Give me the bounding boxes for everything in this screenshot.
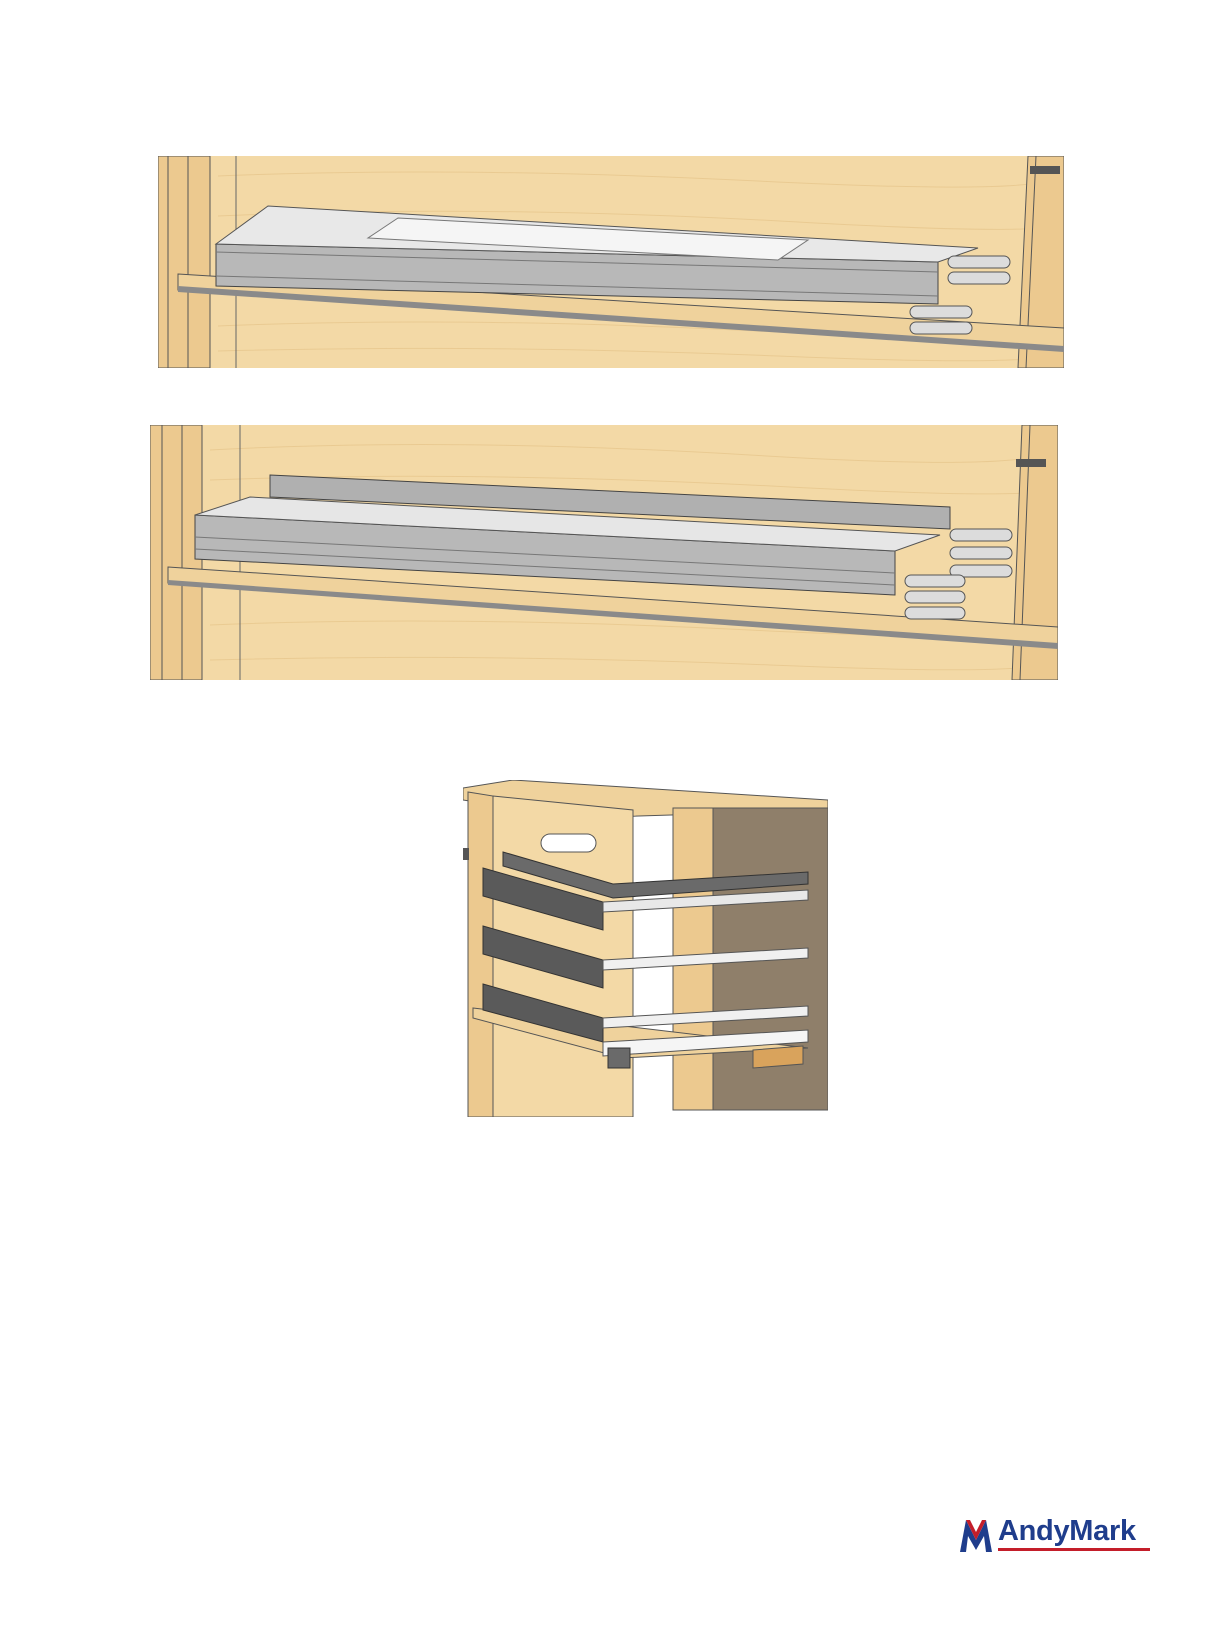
logo-underline xyxy=(998,1548,1150,1551)
shelf-double-rail-illustration xyxy=(150,425,1058,680)
logo-text: AndyMark xyxy=(998,1512,1136,1550)
shelf-single-rail-illustration xyxy=(158,156,1064,368)
cabinet-stacked-rails-illustration xyxy=(463,780,828,1117)
andymark-logo: AndyMark xyxy=(958,1512,1152,1556)
andymark-logo-mark-icon xyxy=(958,1514,994,1554)
